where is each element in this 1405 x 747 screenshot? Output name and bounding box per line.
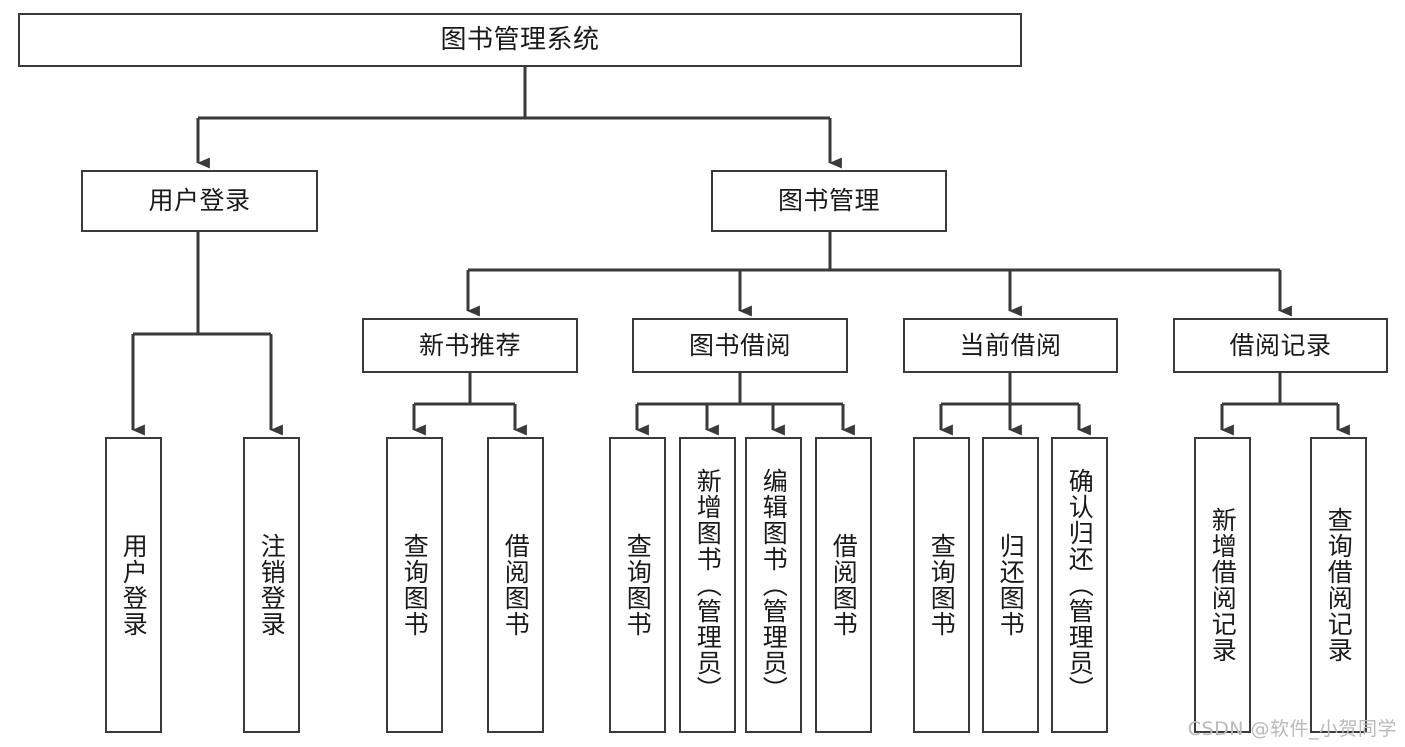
node-borrow-records[interactable]: 借阅记录: [1173, 318, 1388, 373]
leaf-label: 编辑图书（管理员）: [759, 468, 789, 702]
leaf-label: 注销登录: [257, 533, 287, 637]
leaf-label: 查询图书: [927, 533, 957, 637]
leaf-new-book-query[interactable]: 查询图书: [386, 437, 443, 733]
leaf-borrow-edit-book-admin[interactable]: 编辑图书（管理员）: [745, 437, 802, 733]
leaf-label: 确认归还（管理员）: [1065, 468, 1095, 702]
leaf-label: 借阅图书: [829, 533, 859, 637]
leaf-borrow-add-book-admin[interactable]: 新增图书（管理员）: [679, 437, 736, 733]
watermark: CSDN @软件_小贺同学: [1187, 718, 1397, 740]
leaf-current-return[interactable]: 归还图书: [982, 437, 1039, 733]
node-book-management[interactable]: 图书管理: [711, 170, 947, 232]
leaf-label: 查询借阅记录: [1324, 507, 1354, 663]
node-current-borrow[interactable]: 当前借阅: [903, 318, 1118, 373]
leaf-records-add[interactable]: 新增借阅记录: [1194, 437, 1251, 733]
leaf-label: 新增借阅记录: [1208, 507, 1238, 663]
leaf-current-confirm-return-admin[interactable]: 确认归还（管理员）: [1051, 437, 1108, 733]
node-book-borrow[interactable]: 图书借阅: [632, 318, 848, 373]
leaf-user-login-signin[interactable]: 用户登录: [105, 437, 162, 733]
leaf-records-query[interactable]: 查询借阅记录: [1310, 437, 1367, 733]
leaf-user-login-signout[interactable]: 注销登录: [243, 437, 300, 733]
node-new-book-recommend[interactable]: 新书推荐: [362, 318, 578, 373]
leaf-label: 用户登录: [119, 533, 149, 637]
leaf-borrow-query[interactable]: 查询图书: [609, 437, 666, 733]
leaf-label: 查询图书: [400, 533, 430, 637]
leaf-label: 归还图书: [996, 533, 1026, 637]
node-root-system[interactable]: 图书管理系统: [18, 13, 1022, 67]
leaf-borrow-borrow-book[interactable]: 借阅图书: [815, 437, 872, 733]
leaf-label: 借阅图书: [501, 533, 531, 637]
leaf-current-query[interactable]: 查询图书: [913, 437, 970, 733]
leaf-label: 查询图书: [623, 533, 653, 637]
node-user-login[interactable]: 用户登录: [81, 170, 318, 232]
leaf-new-book-borrow[interactable]: 借阅图书: [487, 437, 544, 733]
leaf-label: 新增图书（管理员）: [693, 468, 723, 702]
